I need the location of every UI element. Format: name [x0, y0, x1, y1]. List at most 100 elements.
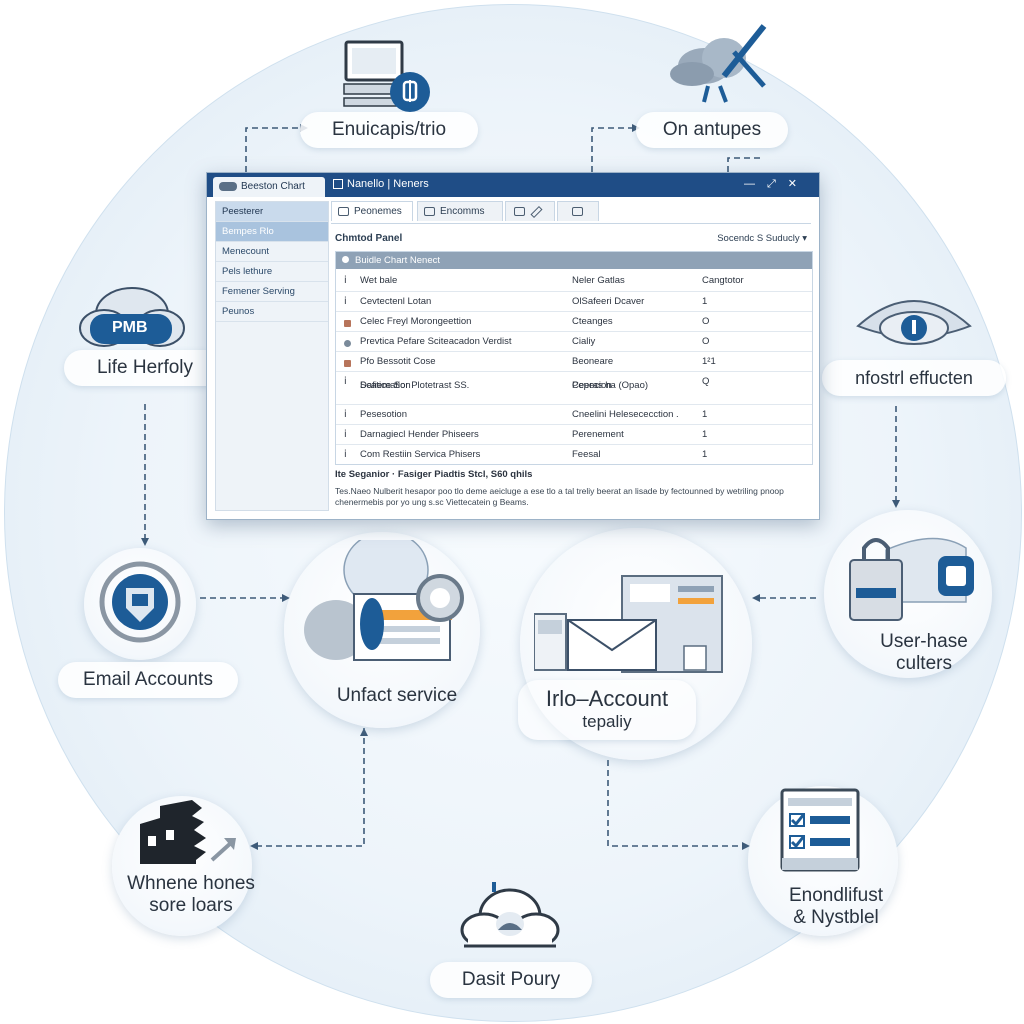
sidebar-item-pels[interactable]: Pels lethure	[216, 262, 328, 282]
cloud-badge-text: PMB	[112, 319, 148, 336]
checklist-document-icon	[778, 788, 864, 874]
sidebar-item-bempes[interactable]: Bempes Rlo	[216, 222, 328, 242]
node-user-label: User-hase culters	[846, 624, 1002, 682]
node-user-line2: culters	[896, 653, 952, 674]
tab-display[interactable]	[557, 201, 599, 221]
node-email-accounts-label: Email Accounts	[58, 662, 238, 698]
tab-row: Peonemes Encomms	[331, 201, 811, 224]
tab-tools[interactable]	[505, 201, 555, 221]
connector-top-right-2	[727, 157, 760, 172]
sidebar-item-peunos[interactable]: Peunos	[216, 302, 328, 322]
row-detail: Ceeras ha (Opao)Pepecion	[572, 376, 700, 391]
factory-icon	[136, 800, 236, 870]
node-bottom-right-label: Enondlifust & Nystblel	[762, 878, 910, 936]
title-bar: Beeston Chart Nanello | Neners —⤢✕	[207, 173, 819, 197]
window-tab-active[interactable]: Beeston Chart	[213, 177, 325, 197]
row-detail: Cteanges	[572, 316, 613, 327]
node-bottom-left-label: Whnene hones sore loars	[106, 866, 276, 924]
tab-peonemes-label: Peonemes	[354, 206, 402, 217]
row-name-line2: Scatice Sor Plotetrast SS.	[360, 380, 470, 391]
cloud-tools-icon	[664, 22, 774, 106]
row-status-icon	[344, 360, 351, 367]
row-name: Com Restiin Servica Phisers	[360, 449, 481, 460]
row-name: Pfo Bessotit Cose	[360, 356, 436, 367]
edit-icon	[338, 207, 349, 216]
table-row[interactable]: ⅰ Darnagiecl Hender Phiseers Perenement …	[336, 425, 812, 445]
node-unfact-service-label: Unfact service	[336, 685, 458, 706]
row-value: O	[702, 316, 710, 327]
table-row[interactable]: Celec Freyl Morongeettion Cteanges O	[336, 312, 812, 332]
row-value: 1	[702, 296, 708, 307]
row-bullet: ⅰ	[344, 296, 347, 307]
tab-peonemes[interactable]: Peonemes	[331, 201, 413, 221]
main-panel: Peonemes Encomms Chmtod Panel Socendc S …	[331, 201, 813, 511]
row-value: 1	[702, 429, 708, 440]
minimize-icon[interactable]: —	[743, 178, 767, 190]
row-name: Cevtectenl Lotan	[360, 296, 432, 307]
window-controls: —⤢✕	[744, 177, 809, 191]
sort-dropdown[interactable]: Socendc S Suducly ▾	[717, 233, 807, 244]
tab-encomms[interactable]: Encomms	[417, 201, 503, 221]
row-detail-line1: Ceeras ha (Opao)	[572, 380, 649, 391]
node-bottom-label: Dasit Poury	[430, 962, 592, 998]
row-bullet: ⅰ	[344, 449, 347, 460]
node-top-left-label: Enuicapis/trio	[300, 112, 478, 148]
row-value: Q	[702, 376, 710, 387]
row-value: O	[702, 336, 710, 347]
node-account-line1: Irlo–Account	[545, 686, 669, 711]
table-row[interactable]: Prevtica Pefare Sciteacadon Verdist Cial…	[336, 332, 812, 352]
display-icon	[572, 207, 583, 216]
close-icon[interactable]: ✕	[787, 178, 809, 190]
connector-top-right	[591, 127, 632, 172]
row-status-icon	[344, 320, 351, 327]
row-bullet: ⅰ	[344, 376, 347, 387]
node-account-line2: tepaliy	[582, 712, 632, 731]
row-name: Prevtica Pefare Sciteacadon Verdist	[360, 336, 512, 347]
row-value: 1	[702, 449, 708, 460]
window-title: Nanello | Neners	[333, 178, 429, 190]
header-bullet: ⅰ	[344, 275, 347, 286]
column-header-3[interactable]: Cangtotor	[702, 275, 744, 286]
row-name: Pesesotion	[360, 409, 408, 420]
footnote-text: Tes.Naeo Nulberit hesapor poo tlo deme a…	[335, 486, 784, 507]
window-title-text: Nanello | Neners	[347, 178, 429, 190]
table-title: Buidle Chart Nenect	[355, 255, 441, 266]
connector-service-bottom	[258, 728, 365, 847]
row-detail: Cneelini Helesececction .	[572, 409, 679, 420]
column-header-1[interactable]: Wet bale	[360, 275, 398, 286]
connector-top-left	[245, 127, 300, 172]
service-screen-icon	[300, 531, 470, 670]
row-detail-line2: Pepecion	[572, 380, 612, 391]
row-detail: Beoneare	[572, 356, 614, 367]
row-name: Darnagiecl Hender Phiseers	[360, 429, 479, 440]
sidebar-item-peesterer[interactable]: Peesterer	[216, 202, 328, 222]
column-header-2[interactable]: Neler Gatlas	[572, 275, 625, 286]
sidebar-item-femener[interactable]: Femener Serving	[216, 282, 328, 302]
row-bullet: ⅰ	[344, 409, 347, 420]
row-detail: Cialiy	[572, 336, 596, 347]
row-name-line1: Dafiemation	[360, 380, 411, 391]
node-user-line1: User-hase	[880, 631, 968, 652]
node-account-label: Irlo–Account tepaliy	[518, 680, 696, 740]
table-row[interactable]: ⅰ Cevtectenl Lotan OlSafeeri Dcaver 1	[336, 292, 812, 312]
table-row[interactable]: ⅰ Com Restiin Servica Phisers Feesal 1	[336, 445, 812, 464]
row-bullet: ⅰ	[344, 429, 347, 440]
monitor-icon	[342, 40, 434, 112]
row-value: 1²1	[702, 356, 716, 367]
table-row[interactable]: Pfo Bessotit Cose Beoneare 1²1	[336, 352, 812, 372]
node-left-mid-label: Life Herfoly	[64, 350, 226, 386]
sidebar-item-menecount[interactable]: Menecount	[216, 242, 328, 262]
document-icon	[333, 179, 343, 190]
data-table: Buidle Chart Nenect ⅰ Wet bale Neler Gat…	[335, 251, 813, 465]
row-value: 1	[702, 409, 708, 420]
table-row[interactable]: ⅰ Pesesotion Cneelini Helesececction . 1	[336, 405, 812, 425]
node-bottom-left-line1: Whnene hones	[127, 873, 255, 894]
lock-devices-icon	[846, 528, 978, 624]
maximize-icon[interactable]: ⤢	[766, 178, 788, 190]
privacy-eye-icon	[850, 286, 978, 350]
row-detail: Perenement	[572, 429, 624, 440]
app-window: Beeston Chart Nanello | Neners —⤢✕ Peest…	[206, 172, 820, 520]
